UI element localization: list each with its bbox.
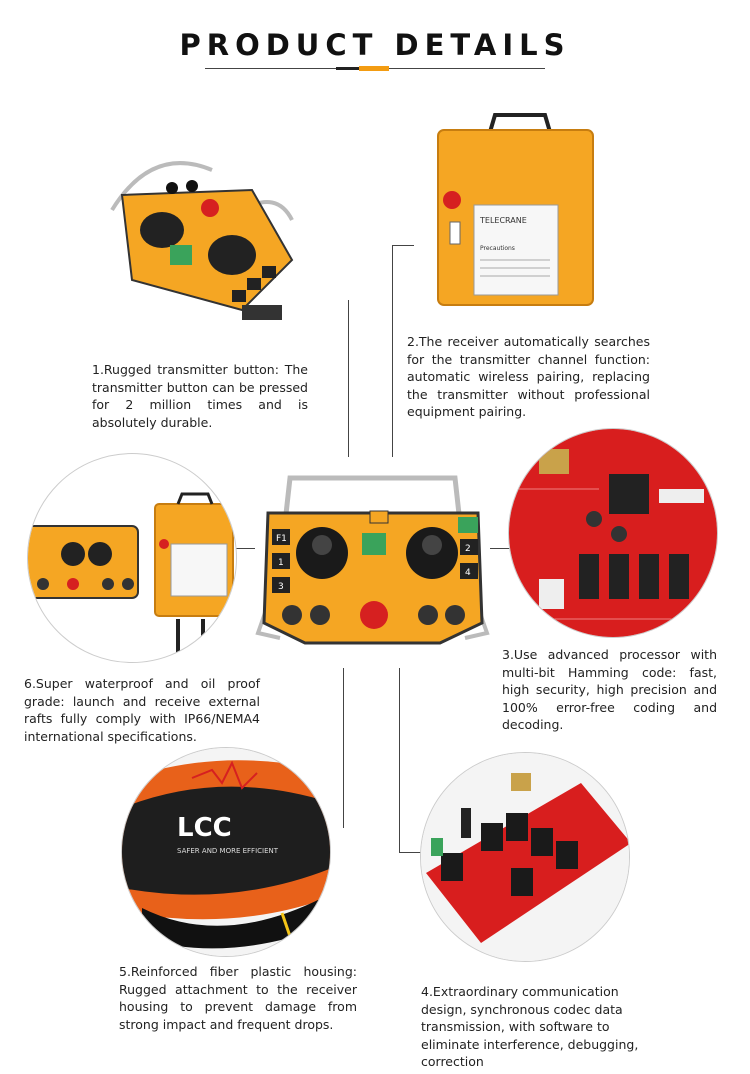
connector-line (343, 668, 344, 828)
connector-line (348, 300, 349, 457)
button-label: 4 (465, 568, 471, 578)
button-label: 2 (465, 544, 471, 554)
button-label: F1 (276, 534, 287, 544)
button-label: 1 (278, 558, 284, 568)
feature-caption-1: 1.Rugged transmitter button: The transmi… (92, 362, 308, 430)
products-pair-photo (28, 492, 234, 654)
feature-caption-5: 5.Reinforced fiber plastic housing: Rugg… (119, 964, 357, 1032)
brand-logo-text: LCC (177, 813, 232, 843)
receiver-brand: TELECRANE (479, 216, 527, 225)
feature-caption-6: 6.Super waterproof and oil proof grade: … (24, 676, 260, 744)
connector-line (399, 852, 421, 853)
button-label: 3 (278, 582, 284, 592)
feature-caption-4: 4.Extraordinary communication design, sy… (421, 984, 639, 1069)
connector-line (399, 668, 400, 853)
feature-caption-3: 3.Use advanced processor with multi-bit … (502, 647, 717, 732)
page-title: PRODUCT DETAILS (179, 28, 571, 62)
circle-photo-pcb (508, 428, 718, 638)
circle-photo-housing: LCC SAFER AND MORE EFFICIENT (121, 747, 331, 957)
connector-line (392, 245, 414, 246)
feature-caption-2: 2.The receiver automatically searches fo… (407, 334, 650, 419)
connector-line (490, 548, 510, 549)
relay-board-photo (421, 753, 629, 961)
connector-line (235, 548, 255, 549)
brand-slogan: SAFER AND MORE EFFICIENT (177, 847, 279, 855)
receiver-photo: TELECRANE Precautions (437, 113, 594, 306)
receiver-precautions: Precautions (480, 245, 515, 252)
transmitter-photo (110, 161, 294, 320)
main-transmitter-photo: F1 1 3 2 4 (255, 475, 490, 645)
title-accent-orange (359, 66, 389, 71)
pcb-photo (509, 429, 717, 637)
circle-photo-relays (420, 752, 630, 962)
circle-photo-products (27, 453, 237, 663)
housing-closeup-photo: LCC SAFER AND MORE EFFICIENT (122, 748, 330, 956)
title-accent-dark (336, 67, 359, 70)
connector-line (392, 245, 393, 457)
